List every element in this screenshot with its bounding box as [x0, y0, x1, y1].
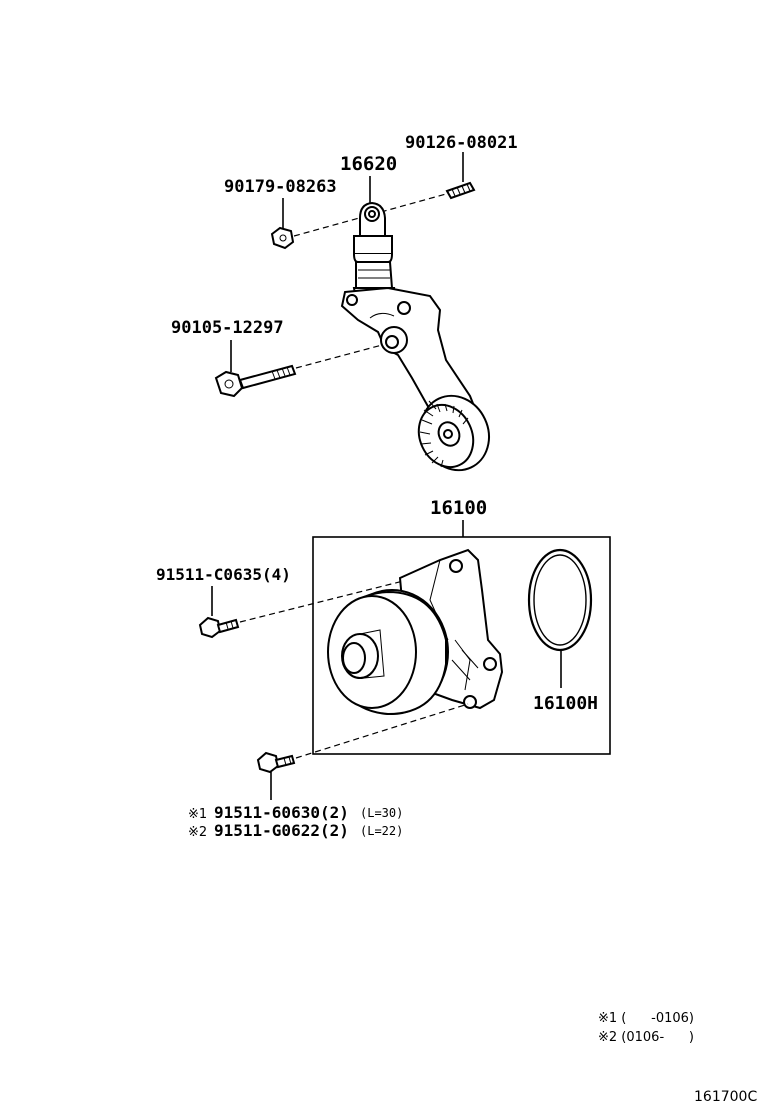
- part-number-91511-60630: 91511-60630(2): [214, 803, 349, 822]
- legend-note-2: ※2 (0106- ): [598, 1030, 694, 1045]
- assembly-line-pump-lower: [295, 703, 469, 759]
- marker-note-1: ※1: [188, 807, 207, 822]
- part-number-16100: 16100: [430, 497, 487, 519]
- length-note-1: (L=30): [360, 806, 403, 820]
- water-pump-16100: [327, 548, 504, 716]
- stud-bolt-90126-08021: [445, 181, 476, 200]
- part-number-16100H: 16100H: [533, 693, 598, 714]
- nut-90179-08263: [270, 226, 295, 250]
- part-number-90105-12297: 90105-12297: [171, 318, 284, 338]
- part-number-90126-08021: 90126-08021: [405, 133, 518, 153]
- part-number-16620: 16620: [340, 153, 397, 175]
- figure-code: 161700C: [694, 1089, 757, 1105]
- bolt-91511-60630-or-G0622: [256, 751, 296, 774]
- gasket-16100H: [527, 548, 593, 652]
- marker-note-2: ※2: [188, 825, 207, 840]
- part-number-90179-08263: 90179-08263: [224, 177, 337, 197]
- part-number-91511-C0635: 91511-C0635(4): [156, 565, 291, 584]
- length-note-2: (L=22): [360, 824, 403, 838]
- part-number-91511-G0622: 91511-G0622(2): [214, 821, 349, 840]
- pivot-bolt-90105-12297: [214, 364, 297, 398]
- idler-pulley: [417, 394, 490, 472]
- water-pump-assembly-frame: [312, 536, 611, 755]
- bolt-91511-C0635: [198, 616, 240, 639]
- assembly-line-top: [293, 193, 447, 237]
- assembly-line-pivot: [295, 344, 383, 369]
- legend-note-1: ※1 ( -0106): [598, 1011, 694, 1026]
- tensioner-16620: [352, 201, 396, 301]
